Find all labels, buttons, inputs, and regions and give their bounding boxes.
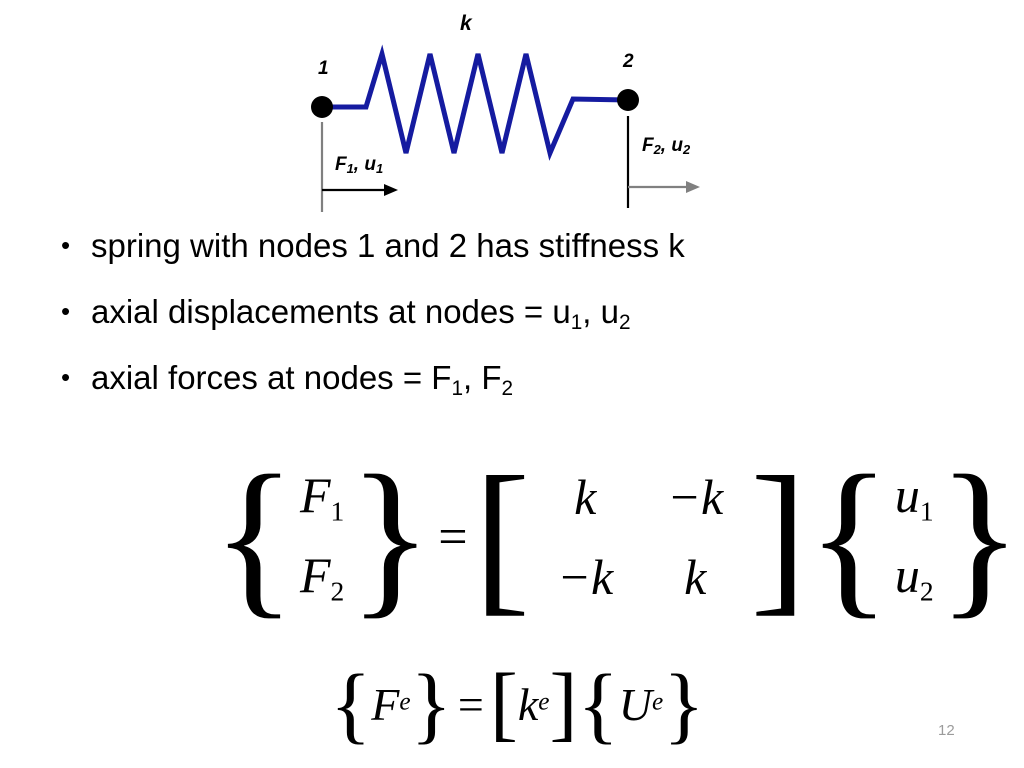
stiffness-matrix-equation: { F1 F2 } = [ k −k −k k ] { u1 u bbox=[212, 439, 1022, 634]
bullet-list: • spring with nodes 1 and 2 has stiffnes… bbox=[55, 227, 955, 426]
displacement-vector-row-2: u2 bbox=[895, 537, 934, 617]
element-stiffness-open-bracket: [ bbox=[489, 656, 518, 750]
force-1-base: F bbox=[300, 467, 331, 524]
bullet-3-part-0: axial forces at nodes = F bbox=[91, 359, 452, 396]
stiffness-label-k: k bbox=[460, 12, 472, 35]
force-vector-row-1: F1 bbox=[300, 457, 344, 537]
bullet-2-part-0: axial displacements at nodes = u bbox=[91, 293, 571, 330]
element-displacement-term: Ue bbox=[619, 678, 663, 731]
force-1-subscript: 1 bbox=[346, 160, 354, 176]
rhs-vector-open-brace: { bbox=[806, 439, 891, 634]
force-1-symbol: F bbox=[335, 154, 347, 175]
rhs-vector-close-brace: } bbox=[937, 439, 1022, 634]
bullet-3-sub-0: 1 bbox=[451, 376, 464, 400]
spring-coil-path bbox=[322, 44, 629, 161]
element-force-term: Fe bbox=[371, 678, 410, 731]
node-2-label: 2 bbox=[623, 51, 634, 72]
element-stiffness-base: k bbox=[517, 678, 539, 730]
bullet-2-sub-0: 1 bbox=[570, 310, 583, 334]
bullet-item-1: • spring with nodes 1 and 2 has stiffnes… bbox=[55, 227, 955, 294]
label-separator-2: , bbox=[660, 135, 672, 156]
lhs-vector-open-brace: { bbox=[212, 439, 296, 634]
bullet-2-sub-1: 2 bbox=[618, 310, 631, 334]
bullet-text-1: spring with nodes 1 and 2 has stiffness … bbox=[91, 227, 685, 265]
node-2-force-arrow-head bbox=[686, 181, 700, 193]
displacement-1-term: u1 bbox=[895, 466, 934, 527]
node-2-force-displacement-label: F2, u2 bbox=[642, 136, 690, 157]
displacement-1-subscript: 1 bbox=[375, 160, 384, 176]
bullet-3-sub-1: 2 bbox=[501, 376, 514, 400]
displacement-1-sub: 1 bbox=[919, 495, 934, 527]
force-vector-row-2: F2 bbox=[300, 537, 344, 617]
bullet-item-2: • axial displacements at nodes = u1, u2 bbox=[55, 293, 955, 360]
element-force-superscript: e bbox=[399, 686, 411, 715]
spring-diagram-svg bbox=[311, 44, 700, 212]
displacement-2-subscript: 2 bbox=[682, 141, 691, 157]
matrix-cell-r1c2: −k bbox=[667, 469, 724, 525]
displacement-2-term: u2 bbox=[895, 546, 934, 607]
force-2-symbol: F bbox=[642, 135, 654, 156]
displacement-2-symbol: u bbox=[671, 135, 683, 156]
lhs-vector-close-brace: } bbox=[348, 439, 433, 634]
node-1-label: 1 bbox=[318, 58, 329, 79]
element-displacement-close-brace: } bbox=[663, 655, 705, 752]
element-form-equation: { Fe } = [ ke ] { Ue } bbox=[330, 655, 705, 752]
bullet-2-part-1: , u bbox=[582, 293, 619, 330]
bullet-item-3: • axial forces at nodes = F1, F2 bbox=[55, 359, 955, 426]
node-1-force-displacement-label: F1, u1 bbox=[335, 155, 383, 176]
force-2-base: F bbox=[300, 547, 331, 604]
element-displacement-superscript: e bbox=[652, 686, 664, 715]
element-stiffness-close-bracket: ] bbox=[549, 656, 578, 750]
bullet-text-2: axial displacements at nodes = u1, u2 bbox=[91, 293, 631, 334]
displacement-vector: u1 u2 bbox=[891, 457, 938, 617]
bullet-marker: • bbox=[61, 296, 71, 326]
page-number: 12 bbox=[938, 722, 955, 739]
bullet-marker: • bbox=[61, 230, 71, 260]
bullet-1-part-0: spring with nodes 1 and 2 has stiffness … bbox=[91, 227, 685, 264]
displacement-2-sub: 2 bbox=[919, 575, 934, 607]
force-vector: F1 F2 bbox=[296, 457, 348, 617]
element-displacement-base: U bbox=[618, 678, 652, 730]
force-2-term: F2 bbox=[300, 546, 344, 607]
bullet-marker: • bbox=[61, 362, 71, 392]
force-2-subscript: 2 bbox=[653, 141, 661, 157]
displacement-vector-row-1: u1 bbox=[895, 457, 934, 537]
element-displacement-open-brace: { bbox=[577, 655, 619, 752]
displacement-1-symbol: u bbox=[364, 154, 376, 175]
element-force-close-brace: } bbox=[410, 655, 452, 752]
node-2-dot bbox=[617, 89, 639, 111]
spring-element-diagram: k 1 2 F1, u1 F2, u2 bbox=[290, 0, 760, 225]
displacement-2-base: u bbox=[894, 547, 920, 604]
matrix-close-bracket: ] bbox=[750, 442, 807, 631]
force-1-term: F1 bbox=[300, 466, 344, 527]
label-separator-1: , bbox=[353, 154, 365, 175]
matrix-cell-r2c1: −k bbox=[557, 549, 614, 605]
matrix-cell-r1c1: k bbox=[574, 469, 597, 525]
element-stiffness-superscript: e bbox=[538, 686, 550, 715]
element-stiffness-term: ke bbox=[518, 678, 550, 731]
node-1-dot bbox=[311, 96, 333, 118]
bullet-3-part-1: , F bbox=[463, 359, 502, 396]
displacement-1-base: u bbox=[894, 467, 920, 524]
matrix-equals-sign: = bbox=[438, 508, 468, 566]
matrix-cell-r2c2: k bbox=[684, 549, 707, 605]
node-1-force-arrow-head bbox=[384, 184, 398, 196]
matrix-open-bracket: [ bbox=[473, 442, 531, 631]
stiffness-matrix: k −k −k k bbox=[530, 457, 750, 617]
force-2-sub: 2 bbox=[330, 575, 345, 607]
element-force-open-brace: { bbox=[330, 655, 372, 752]
bullet-text-3: axial forces at nodes = F1, F2 bbox=[91, 359, 514, 400]
force-1-sub: 1 bbox=[330, 495, 345, 527]
element-force-base: F bbox=[371, 678, 400, 730]
element-equals-sign: = bbox=[457, 678, 484, 730]
